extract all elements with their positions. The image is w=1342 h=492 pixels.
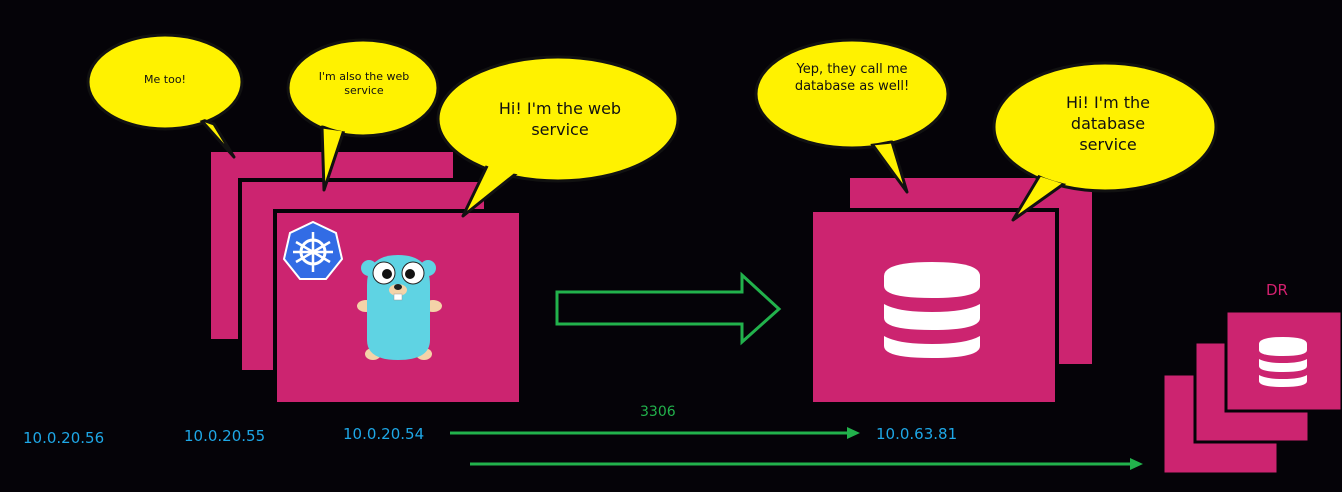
db-card-front bbox=[809, 208, 1059, 406]
bubble-also-web bbox=[286, 38, 440, 192]
bubble-also-web-text: I'm also the web service bbox=[318, 70, 410, 98]
bubble-db-service bbox=[992, 61, 1218, 222]
ip-label-pod-3: 10.0.20.56 bbox=[23, 429, 105, 447]
ip-label-database: 10.0.63.81 bbox=[876, 425, 958, 443]
gopher-mascot bbox=[357, 255, 442, 360]
bubble-web-service bbox=[436, 55, 680, 218]
dr-database-icon bbox=[1259, 337, 1307, 387]
database-icon bbox=[884, 262, 980, 358]
kubernetes-icon bbox=[282, 220, 344, 280]
ip-label-pod-1: 10.0.20.54 bbox=[343, 425, 425, 443]
dr-replication-arrow bbox=[470, 458, 1143, 470]
bubble-me-too-text: Me too! bbox=[144, 73, 186, 86]
ip-label-pod-2: 10.0.20.55 bbox=[184, 427, 266, 445]
bubble-db-service-text: Hi! I'm the database service bbox=[1065, 93, 1151, 154]
port-label: 3306 bbox=[640, 404, 676, 420]
bubble-web-service-text: Hi! I'm the web service bbox=[498, 99, 622, 139]
bubble-db-also-text: Yep, they call me database as well! bbox=[794, 62, 910, 94]
dr-label: DR bbox=[1266, 281, 1288, 299]
dr-card-front bbox=[1224, 309, 1342, 413]
port-arrow bbox=[450, 427, 860, 439]
service-connection-arrow bbox=[555, 271, 782, 346]
bubble-db-also bbox=[754, 38, 950, 194]
bubble-me-too bbox=[86, 33, 244, 159]
